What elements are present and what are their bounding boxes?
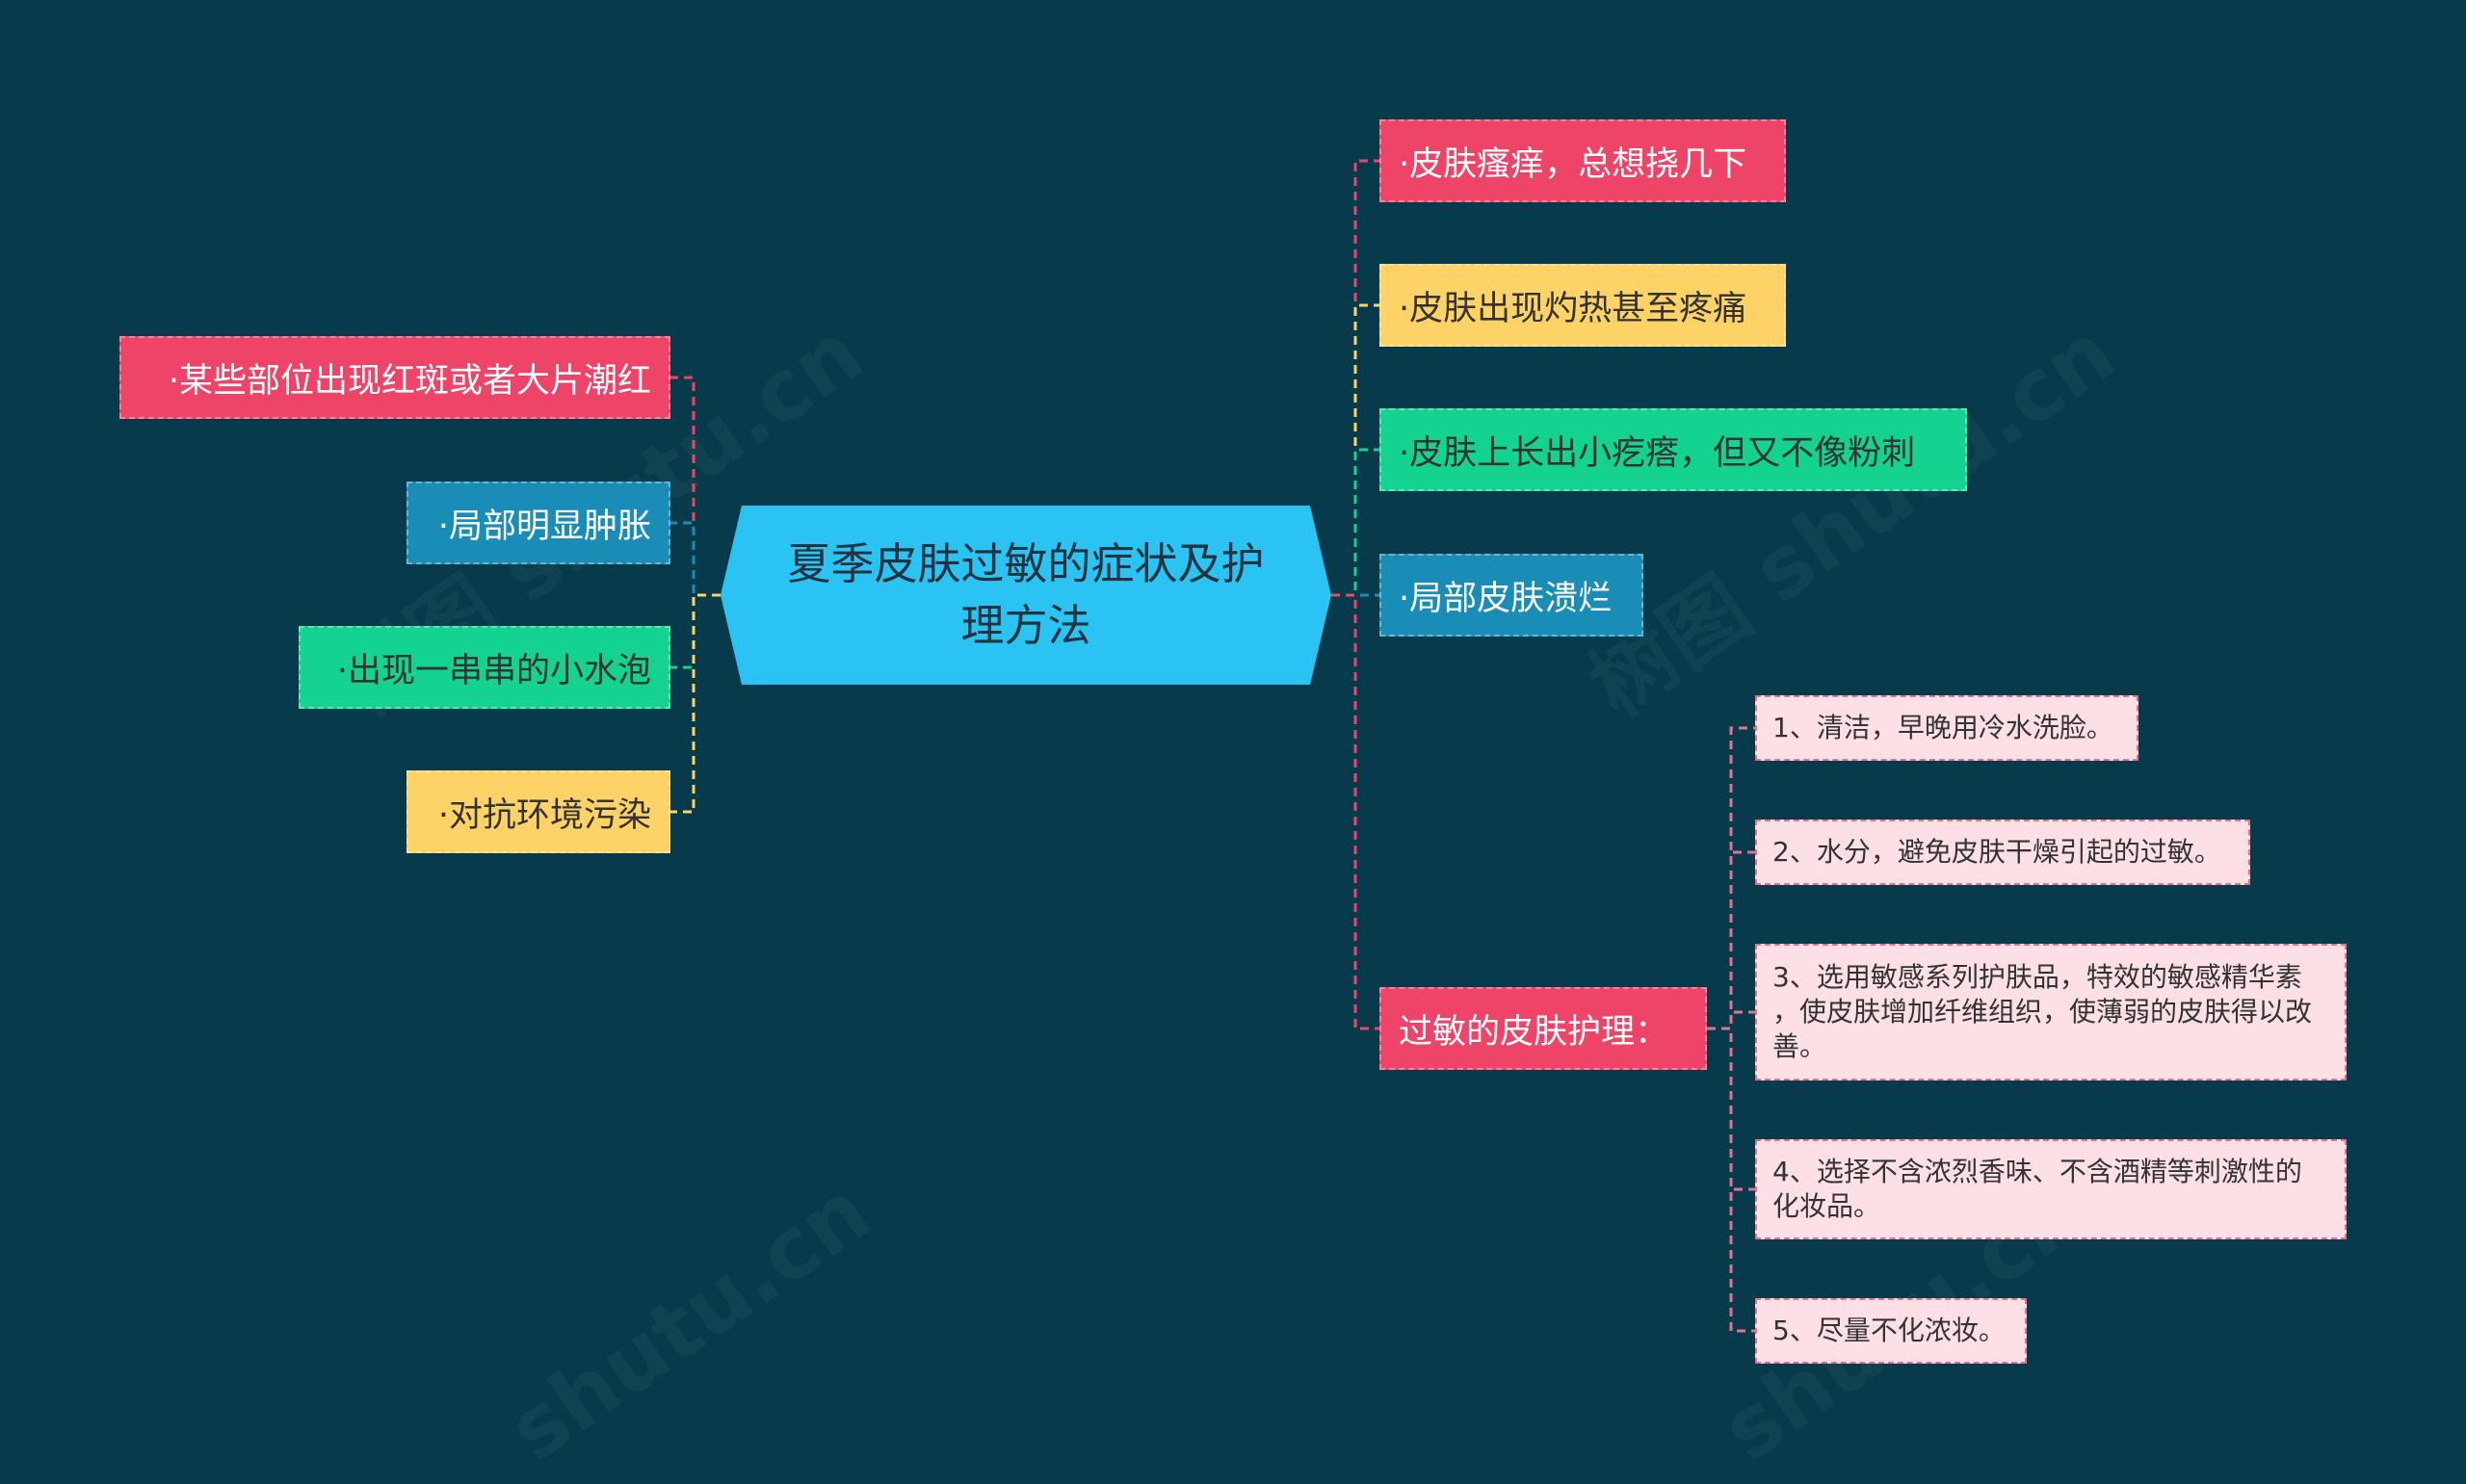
- right-topic-skin-care[interactable]: 过敏的皮肤护理：: [1379, 987, 1707, 1070]
- right-topic-itching[interactable]: ·皮肤瘙痒，总想挠几下: [1379, 119, 1786, 202]
- root-topic-label: 夏季皮肤过敏的症状及护 理方法: [787, 538, 1265, 651]
- connector-left-2: [670, 521, 721, 597]
- connector-care-2: [1707, 850, 1755, 1030]
- connector-right-3: [1331, 448, 1379, 597]
- connector-right-1: [1331, 159, 1379, 597]
- connector-care-1: [1707, 726, 1755, 1030]
- connector-care-3: [1707, 1010, 1755, 1030]
- right-topic-bumps[interactable]: ·皮肤上长出小疙瘩，但又不像粉刺: [1379, 408, 1967, 491]
- left-topic-blisters[interactable]: ·出现一串串的小水泡: [299, 626, 670, 709]
- right-topic-label: ·皮肤出现灼热甚至疼痛: [1399, 289, 1747, 328]
- root-topic[interactable]: 夏季皮肤过敏的症状及护 理方法: [721, 506, 1331, 685]
- care-item-4[interactable]: 4、选择不含浓烈香味、不含酒精等刺激性的 化妆品。: [1755, 1139, 2347, 1239]
- care-item-3[interactable]: 3、选用敏感系列护肤品，特效的敏感精华素 ，使皮肤增加纤维组织，使薄弱的皮肤得以…: [1755, 944, 2347, 1080]
- right-topic-ulceration[interactable]: ·局部皮肤溃烂: [1379, 554, 1643, 637]
- care-item-1[interactable]: 1、清洁，早晚用冷水洗脸。: [1755, 695, 2138, 761]
- left-topic-swelling[interactable]: ·局部明显肿胀: [407, 482, 670, 564]
- care-item-text: 5、尽量不化浓妆。: [1772, 1315, 2006, 1346]
- care-item-text: 3、选用敏感系列护肤品，特效的敏感精华素 ，使皮肤增加纤维组织，使薄弱的皮肤得以…: [1772, 961, 2313, 1062]
- connector-left-3: [670, 593, 721, 669]
- care-item-text: 2、水分，避免皮肤干燥引起的过敏。: [1772, 836, 2221, 868]
- connector-care-5: [1707, 1027, 1755, 1333]
- care-item-text: 4、选择不含浓烈香味、不含酒精等刺激性的 化妆品。: [1772, 1156, 2302, 1222]
- left-topic-redness[interactable]: ·某些部位出现红斑或者大片潮红: [119, 336, 670, 419]
- right-topic-burning[interactable]: ·皮肤出现灼热甚至疼痛: [1379, 264, 1786, 347]
- left-topic-label: ·出现一串串的小水泡: [336, 651, 651, 690]
- care-item-text: 1、清洁，早晚用冷水洗脸。: [1772, 712, 2113, 743]
- right-topic-label: ·局部皮肤溃烂: [1399, 579, 1613, 618]
- care-item-5[interactable]: 5、尽量不化浓妆。: [1755, 1298, 2027, 1364]
- care-item-2[interactable]: 2、水分，避免皮肤干燥引起的过敏。: [1755, 820, 2250, 885]
- watermark: shutu.cn: [490, 1161, 887, 1480]
- left-topic-label: ·局部明显肿胀: [437, 507, 651, 546]
- left-topic-label: ·某些部位出现红斑或者大片潮红: [168, 361, 651, 401]
- right-topic-label: 过敏的皮肤护理：: [1399, 1012, 1669, 1052]
- left-topic-label: ·对抗环境污染: [437, 795, 651, 835]
- right-topic-label: ·皮肤上长出小疙瘩，但又不像粉刺: [1399, 433, 1916, 473]
- connector-right-5: [1331, 593, 1379, 1030]
- connector-right-2: [1331, 303, 1379, 597]
- watermark: 树图 shutu.cn: [1561, 288, 2135, 741]
- left-topic-pollution[interactable]: ·对抗环境污染: [407, 770, 670, 853]
- connector-care-4: [1707, 1027, 1755, 1191]
- right-topic-label: ·皮肤瘙痒，总想挠几下: [1399, 144, 1747, 184]
- connector-left-4: [670, 593, 721, 814]
